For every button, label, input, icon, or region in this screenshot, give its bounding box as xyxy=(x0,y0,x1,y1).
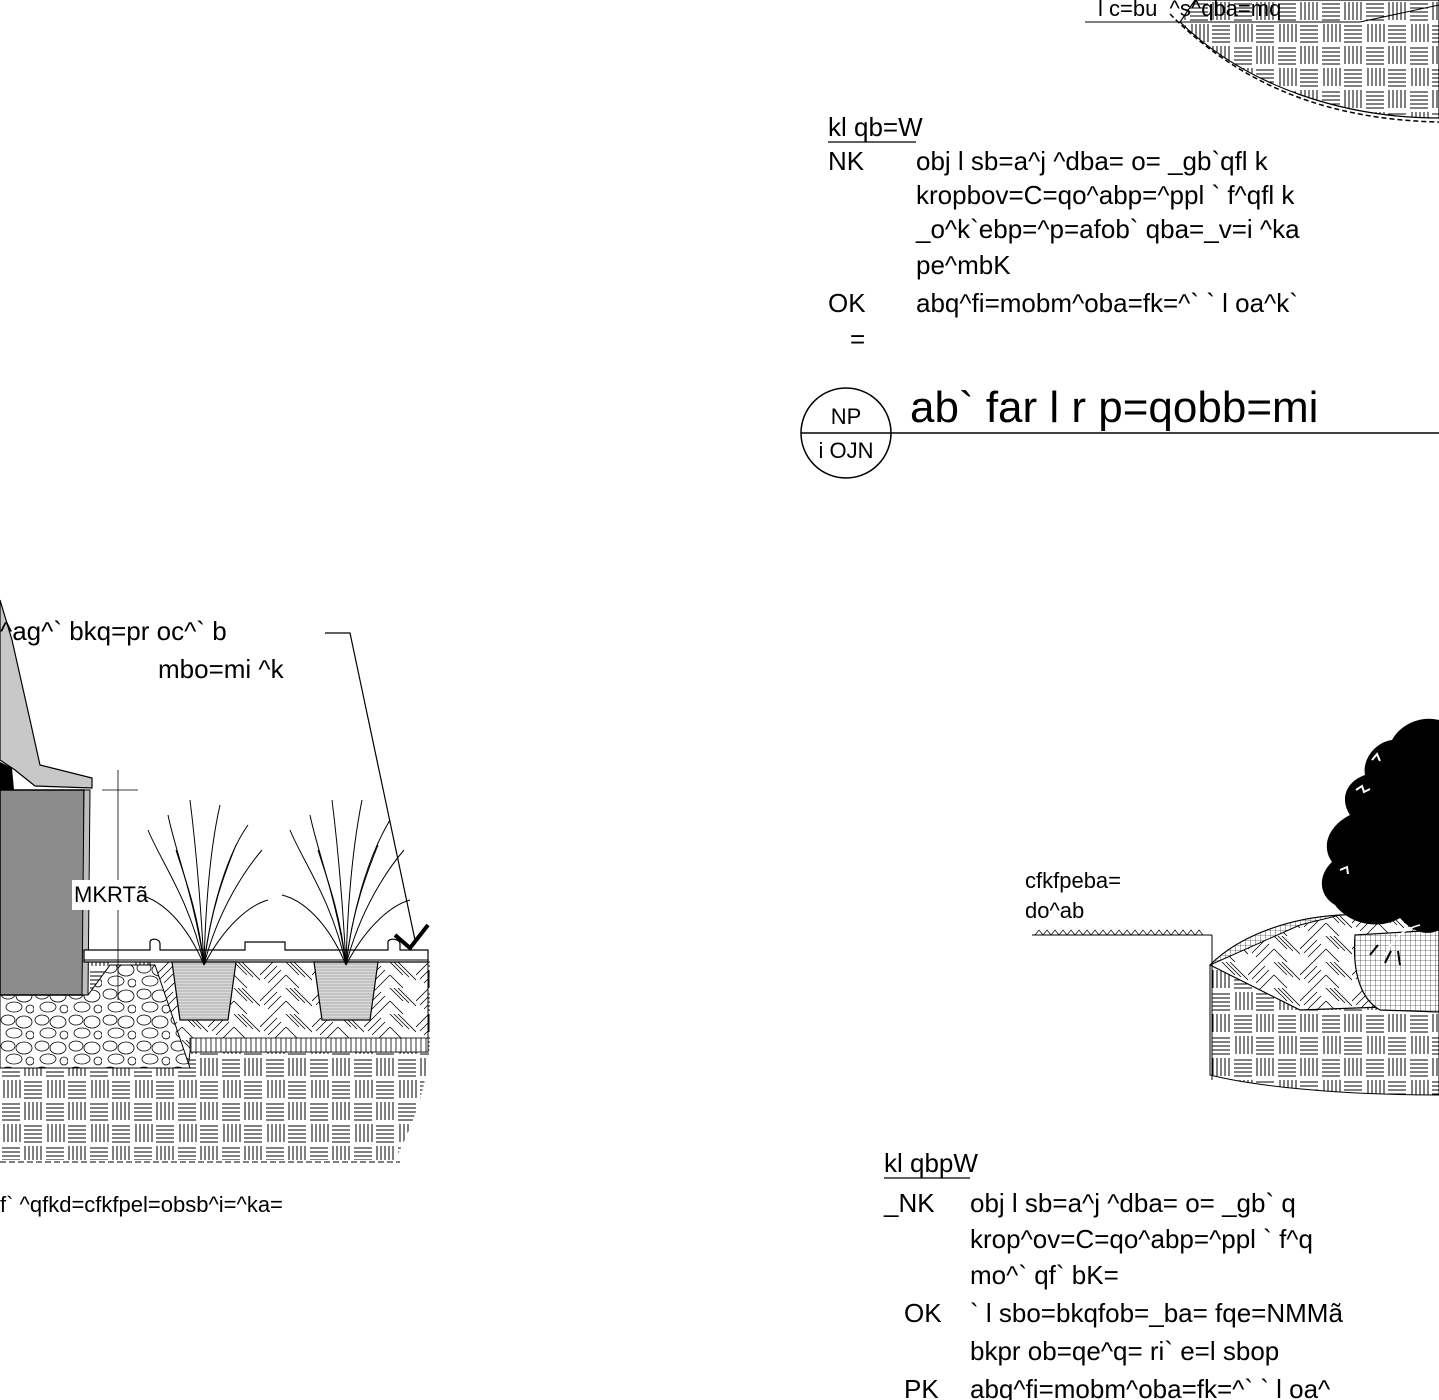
grade-label-line1: cfkfpeba= xyxy=(1025,868,1121,893)
bottom-label: f` ^qfkd=cfkfpel=obsb^i=^ka= xyxy=(0,1192,283,1217)
grade-label-line2: do^ab xyxy=(1025,898,1084,923)
top-notes: kl qb=W NK obj l sb=a^j ^dba= o= _gb`qfl… xyxy=(828,112,1300,354)
detail-title: ab` far l r p=qobb=mi xyxy=(910,383,1318,432)
left-planter-detail: MKRTã xyxy=(0,599,430,1217)
tree-icon xyxy=(1321,718,1439,966)
detail-callout: NP i OJN ab` far l r p=qobb=mi xyxy=(800,383,1439,479)
planter-pot xyxy=(171,961,237,1021)
note-line: abq^fi=mobm^oba=fk=^` ` l oa^ xyxy=(970,1374,1331,1400)
note-number: OK xyxy=(904,1298,942,1328)
note-line: krop^ov=C=qo^abp=^ppl ` f^q xyxy=(970,1224,1313,1254)
callout-sheet: i OJN xyxy=(819,438,874,463)
note-line: pe^mbK xyxy=(916,250,1011,280)
note-number: PK xyxy=(904,1374,939,1400)
dimension-label: MKRTã xyxy=(74,882,149,907)
notes-heading: kl qbpW xyxy=(884,1148,978,1178)
note-line: obj l sb=a^j ^dba= o= _gb`qfl k xyxy=(916,146,1269,176)
note-number: NK xyxy=(828,146,865,176)
ornamental-grass-icon xyxy=(139,799,269,966)
note-line: abq^fi=mobm^oba=fk=^` ` l oa^k` xyxy=(916,288,1298,318)
note-number: OK xyxy=(828,288,866,318)
note-line: _o^k`ebp=^p=afob` qba=_v=i ^ka xyxy=(915,214,1300,244)
note-line: mo^` qf` bK= xyxy=(970,1260,1119,1290)
leader-label-line2: mbo=mi ^k xyxy=(158,654,285,684)
notes-heading: kl qb=W xyxy=(828,112,923,142)
note-number: _NK xyxy=(883,1188,935,1218)
callout-number: NP xyxy=(831,404,862,429)
note-line: kropbov=C=qo^abp=^ppl ` f^qfl k xyxy=(916,180,1295,210)
planter-pot xyxy=(313,961,379,1021)
note-line: obj l sb=a^j ^dba= o= _gb` q xyxy=(970,1188,1296,1218)
leader-label-line1: ^ag^` bkq=pr oc^` b xyxy=(0,616,227,646)
top-detail-fragment: l c=bu ^s^qba=mq xyxy=(1085,0,1439,123)
bottom-notes: kl qbpW _NK obj l sb=a^j ^dba= o= _gb` q… xyxy=(883,1148,1343,1400)
top-leader-label: l c=bu ^s^qba=mq xyxy=(1098,0,1281,21)
note-line: ` l sbo=bkqfob=_ba= fqe=NMMã xyxy=(970,1298,1343,1328)
right-tree-detail: cfkfpeba= do^ab xyxy=(1025,718,1439,1096)
note-number: = xyxy=(850,324,865,354)
note-line: bkpr ob=qe^q= ri` e=l sbop xyxy=(970,1336,1279,1366)
